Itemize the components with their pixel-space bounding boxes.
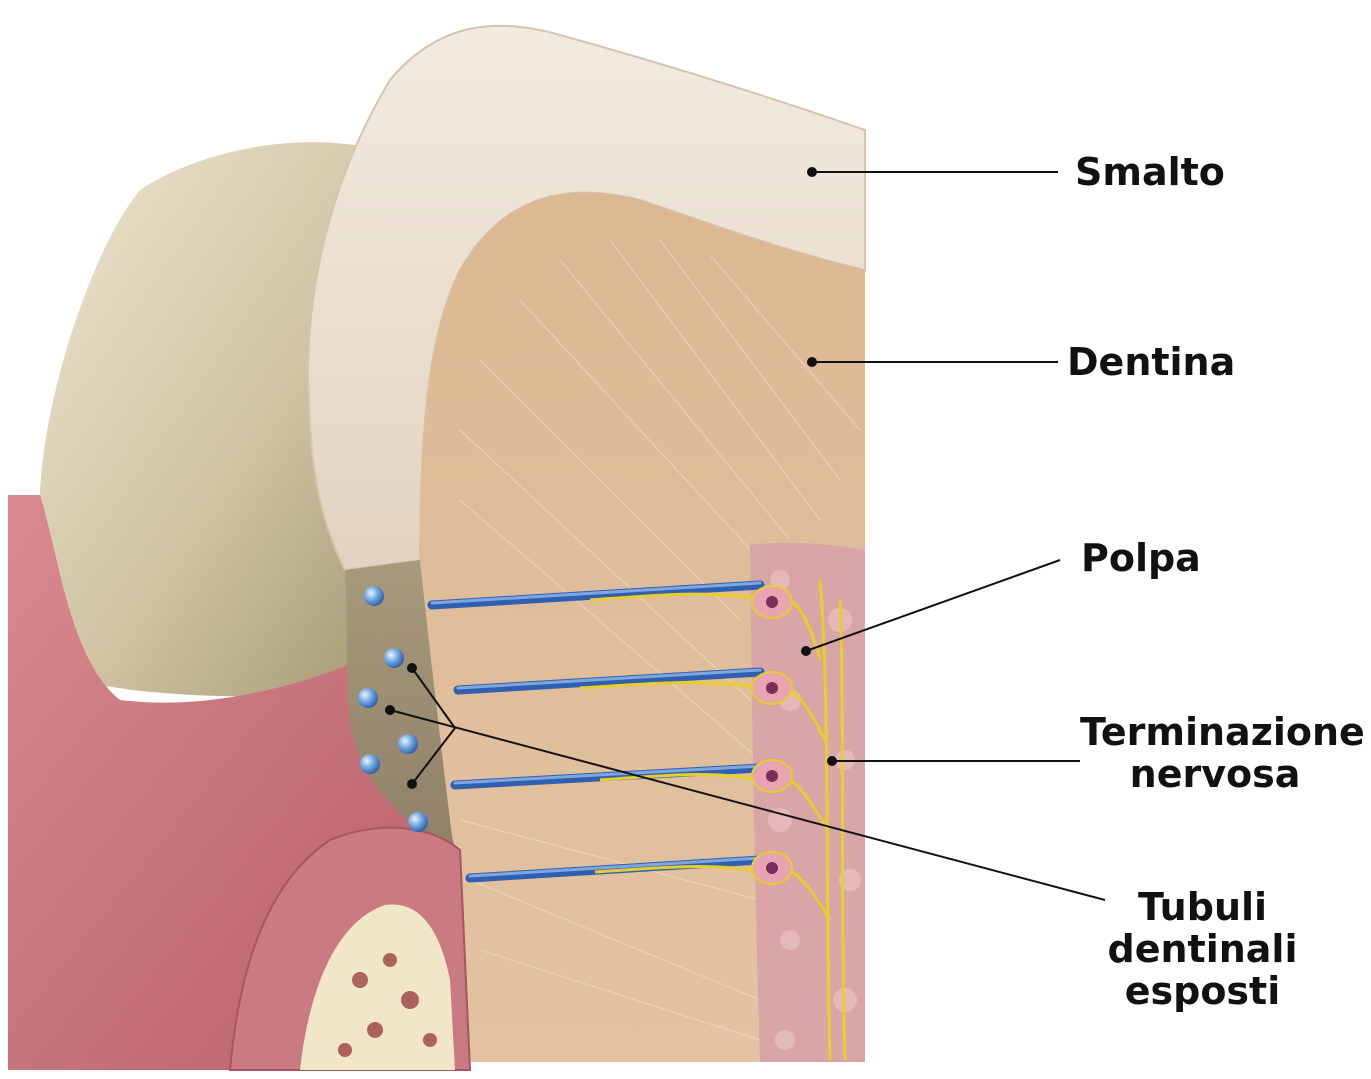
leader-lines — [389, 171, 1106, 901]
label-nerve-ending: Terminazione nervosa — [1080, 710, 1365, 796]
label-nerve-ending-line1: Terminazione — [1080, 710, 1365, 754]
leader-dots — [385, 167, 837, 789]
dentin-fibers — [459, 239, 861, 1041]
label-exposed-tubules-line1: Tubuli — [1137, 885, 1268, 929]
exposed-root — [345, 560, 460, 860]
label-exposed-tubules: Tubuli dentinali esposti — [1095, 886, 1310, 1012]
label-dentin: Dentina — [1067, 340, 1236, 384]
dentinal-tubules — [427, 580, 765, 883]
label-nerve-ending-line2: nervosa — [1129, 752, 1301, 796]
bone-marrow — [338, 953, 437, 1057]
label-exposed-tubules-line3: esposti — [1124, 969, 1281, 1013]
nerve-fibers — [579, 579, 847, 1061]
tubule-highlights — [430, 581, 762, 878]
label-pulp: Polpa — [1081, 536, 1201, 580]
fluid-drops — [358, 586, 428, 832]
label-exposed-tubules-line2: dentinali — [1107, 927, 1298, 971]
dentin — [420, 192, 865, 1062]
label-enamel: Smalto — [1075, 150, 1225, 194]
odontoblast-cells — [751, 585, 793, 885]
bone — [300, 904, 455, 1070]
